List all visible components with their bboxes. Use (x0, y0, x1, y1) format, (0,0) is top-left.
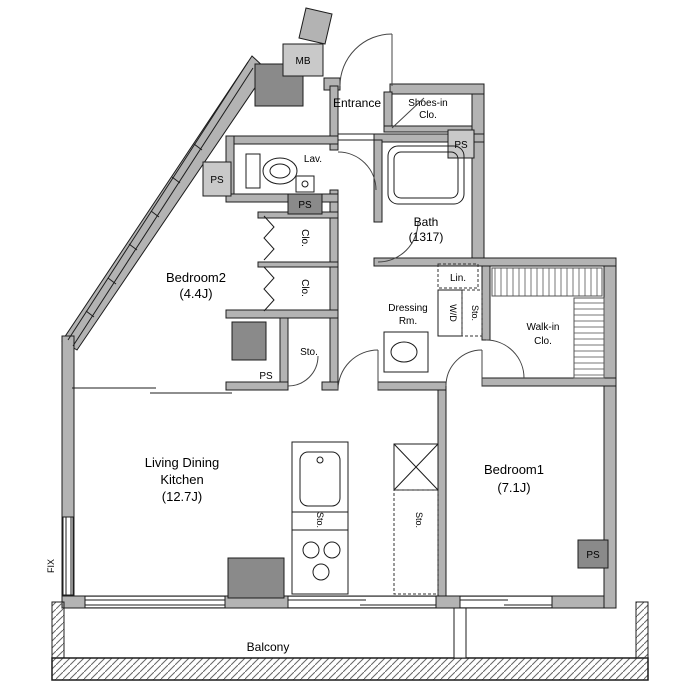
label-ps-1: PS (454, 140, 468, 151)
label-ldk-2: Kitchen (160, 472, 203, 487)
wall-top (389, 83, 485, 95)
balcony-railing-left (51, 601, 65, 659)
pillar-bottom (227, 557, 285, 599)
vanity-sink (383, 331, 429, 373)
balcony-railing-right (635, 601, 649, 659)
service-boxes (202, 43, 609, 569)
washer-dryer-space (437, 289, 463, 337)
labels: MB Entrance Shoes-in Clo. PS PS PS PS PS… (46, 56, 600, 654)
pipe-space-box-1 (202, 161, 232, 197)
lavatory-door-arc (337, 151, 377, 191)
label-bedroom2: Bedroom2 (166, 270, 226, 285)
label-storage-dressing: Sto. (470, 305, 480, 321)
label-storage-kitchen: Sto. (315, 512, 325, 528)
lavatory-sink (295, 175, 315, 193)
meter-box (282, 43, 324, 77)
wall-diagonal (61, 55, 268, 351)
label-fix-window: FIX (46, 559, 56, 573)
ldk-door-arc (337, 349, 379, 391)
label-bedroom2-size: (4.4J) (179, 286, 212, 301)
balcony-railing (51, 657, 649, 681)
pipe-space-box-3 (447, 129, 475, 159)
bath-door-arc (377, 221, 419, 263)
pantry-column (393, 489, 439, 595)
walkin-shelves (491, 267, 605, 379)
dressing-storage-box (461, 289, 483, 337)
label-bath-size: (1317) (409, 230, 444, 244)
label-balcony: Balcony (247, 640, 290, 654)
label-storage-hall: Sto. (300, 347, 318, 358)
label-washer-dryer: W/D (448, 304, 458, 322)
label-ps-5: PS (586, 550, 600, 561)
stove (302, 541, 341, 581)
label-storage-column: Sto. (414, 512, 424, 528)
kitchen-faucet (316, 456, 324, 464)
wall-upper-right (471, 85, 485, 267)
pillars (227, 63, 304, 599)
pipe-space-box-4 (231, 321, 267, 361)
label-bedroom1: Bedroom1 (484, 462, 544, 477)
label-meter-box: MB (296, 56, 311, 67)
pipe-space-box-2 (287, 193, 323, 215)
toilet (245, 153, 298, 189)
label-entrance: Entrance (333, 96, 381, 110)
doors (263, 33, 525, 391)
fix-window (62, 516, 74, 596)
kitchen-sink (299, 451, 341, 507)
interior-walls (225, 85, 617, 597)
label-bedroom1-size: (7.1J) (497, 480, 530, 495)
label-ldk-size: (12.7J) (162, 489, 202, 504)
label-shoes-closet-2: Clo. (419, 110, 437, 121)
kitchen-counter (291, 441, 349, 595)
bedroom1-door-arc (445, 349, 483, 387)
storage-door-arc (287, 355, 319, 387)
linen-shelf (437, 263, 479, 289)
entrance-step (338, 133, 374, 141)
label-ldk: Living Dining (145, 455, 219, 470)
balcony (51, 601, 649, 681)
label-ps-4: PS (259, 371, 273, 382)
label-shoes-closet: Shoes-in (408, 98, 447, 109)
entrance-door-arc (339, 33, 393, 87)
balcony-divider (453, 607, 467, 659)
label-dressing-room-2: Rm. (399, 316, 417, 327)
shoes-closet-door (391, 97, 425, 129)
label-dressing-room: Dressing (388, 303, 427, 314)
label-closet-2: Clo. (299, 279, 310, 297)
closet2-bifold-door (263, 266, 275, 312)
label-closet-1: Clo. (299, 229, 310, 247)
label-walkin-closet: Walk-in (527, 322, 560, 333)
label-bath: Bath (414, 215, 439, 229)
windows (62, 61, 553, 608)
refrigerator-space (393, 443, 439, 491)
label-ps-3: PS (298, 200, 312, 211)
closet1-bifold-door (263, 215, 275, 261)
wall-top-slant (298, 7, 333, 45)
label-linen: Lin. (450, 273, 466, 284)
label-walkin-closet-2: Clo. (534, 336, 552, 347)
pipe-space-box-5 (577, 539, 609, 569)
ldk-balcony-door (288, 597, 436, 607)
fixtures (245, 145, 605, 595)
label-ps-2: PS (210, 175, 224, 186)
ldk-window (85, 597, 225, 607)
bathtub (387, 145, 465, 205)
bedroom1-window (460, 597, 552, 607)
walkin-door-arc (485, 339, 525, 379)
label-lavatory: Lav. (304, 154, 322, 165)
